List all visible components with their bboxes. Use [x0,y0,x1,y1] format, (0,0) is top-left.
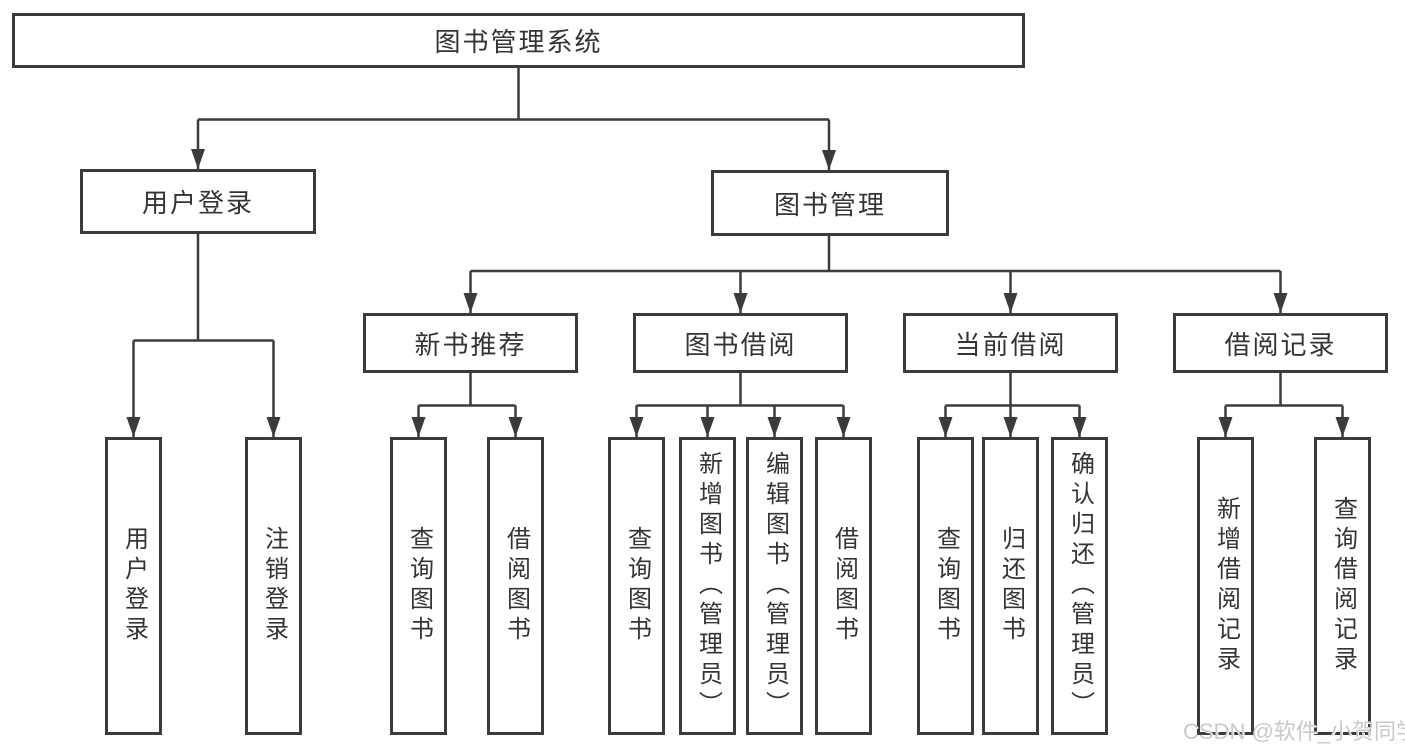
node-new-book-recommend: 新书推荐 [363,313,578,373]
node-leaf-borrow-books-newbook: 借阅图书 [487,437,544,735]
watermark: CSDN @软件_小贺同学 [1183,719,1405,744]
node-label: 新增借阅记录 [1212,496,1240,676]
node-root-system: 图书管理系统 [12,13,1025,68]
connector-root-split [198,68,829,121]
connector-newbook-split [418,373,516,407]
node-leaf-query-borrow-record: 查询借阅记录 [1314,437,1371,735]
node-label: 新增图书（管理员） [694,451,722,721]
connector-borrow-split [636,373,844,407]
connector-bookmgmt-split [470,236,1281,273]
node-label: 借阅图书 [830,526,858,646]
node-book-management: 图书管理 [711,170,949,236]
node-leaf-return-books: 归还图书 [982,437,1039,735]
node-leaf-confirm-return-admin: 确认归还（管理员） [1051,437,1108,735]
node-label: 查询图书 [932,526,960,646]
node-label: 借阅图书 [502,526,530,646]
node-label: 归还图书 [997,526,1025,646]
node-label: 用户登录 [120,526,148,646]
connector-current-split [945,373,1080,407]
node-current-borrow: 当前借阅 [903,313,1118,373]
node-leaf-query-books-newbook: 查询图书 [390,437,447,735]
connector-records-split [1225,373,1343,407]
node-label: 新书推荐 [414,329,527,360]
node-label: 借阅记录 [1224,329,1337,360]
connector-userlogin-split [133,234,274,342]
node-leaf-borrow-books: 借阅图书 [815,437,872,735]
node-leaf-add-borrow-record: 新增借阅记录 [1197,437,1254,735]
node-label: 图书管理 [773,189,886,220]
node-leaf-query-books-borrow: 查询图书 [608,437,665,735]
node-leaf-edit-books-admin: 编辑图书（管理员） [746,437,803,735]
node-label: 图书借阅 [684,329,797,360]
node-label: 当前借阅 [954,329,1067,360]
node-label: 查询图书 [405,526,433,646]
node-user-login: 用户登录 [80,169,316,234]
node-book-borrow: 图书借阅 [633,313,848,373]
node-label: 编辑图书（管理员） [761,451,789,721]
node-leaf-user-login: 用户登录 [105,437,162,735]
node-label: 查询图书 [623,526,651,646]
node-label: 注销登录 [260,526,288,646]
node-leaf-query-books-current: 查询图书 [917,437,974,735]
node-label: 查询借阅记录 [1329,496,1357,676]
node-label: 用户登录 [141,188,254,218]
node-borrow-records: 借阅记录 [1173,313,1388,373]
node-label: 确认归还（管理员） [1066,451,1094,721]
node-leaf-add-books-admin: 新增图书（管理员） [679,437,736,735]
node-leaf-logout-login: 注销登录 [245,437,302,735]
node-label: 图书管理系统 [434,27,603,57]
